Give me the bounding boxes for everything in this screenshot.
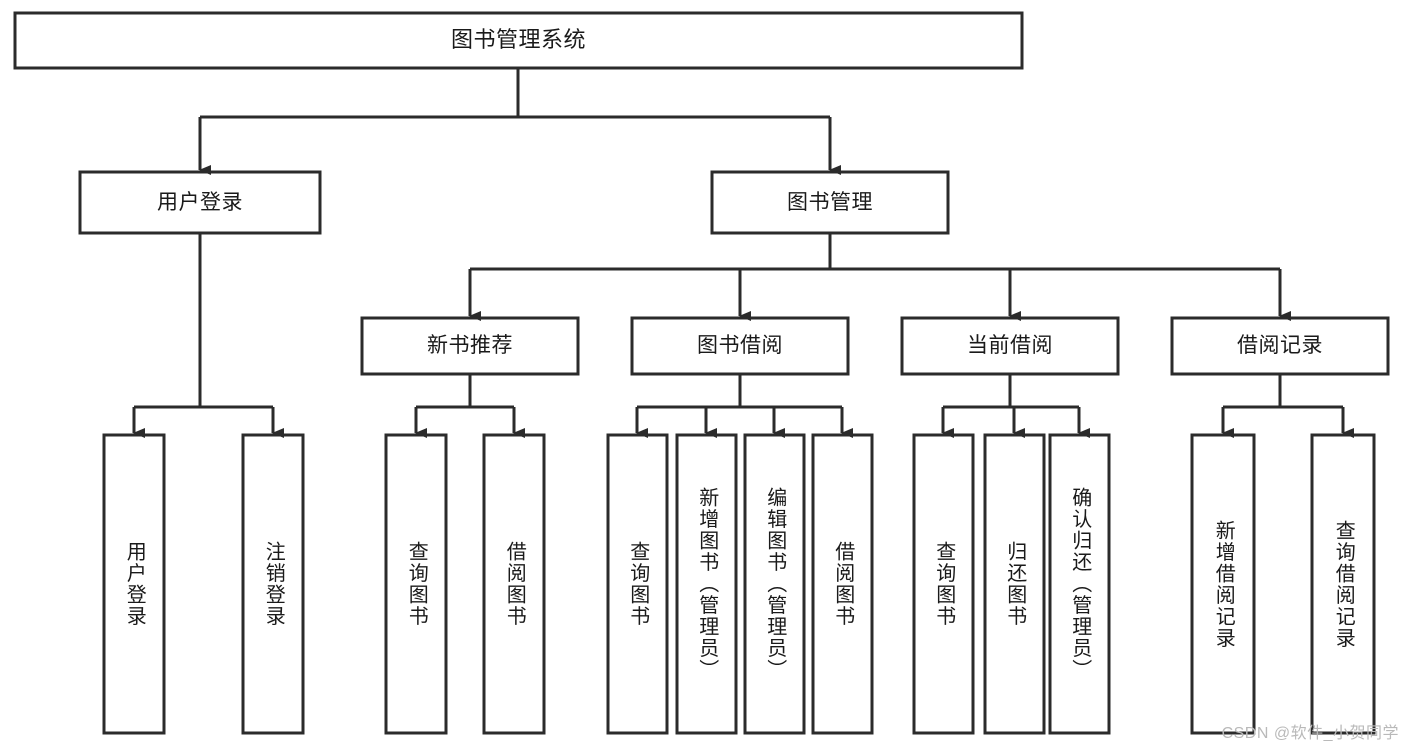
box-borrow-record [1170,316,1390,376]
box-leaf-edit-book [743,433,806,735]
box-leaf-query-record [1310,433,1376,735]
box-book-management [710,170,950,235]
box-leaf-query-book-1 [384,433,448,735]
box-leaf-query-book-2 [606,433,669,735]
box-root [13,11,1024,70]
box-leaf-query-book-3 [912,433,975,735]
box-leaf-borrow-book-1 [482,433,546,735]
box-leaf-user-login [102,433,166,735]
box-book-borrow [630,316,850,376]
box-user-login [78,170,322,235]
box-current-borrow [900,316,1120,376]
box-leaf-confirm-return [1048,433,1111,735]
box-leaf-return-book [983,433,1046,735]
box-leaf-add-record [1190,433,1256,735]
box-leaf-logout [241,433,305,735]
box-leaf-borrow-book-2 [811,433,874,735]
box-leaf-add-book [675,433,738,735]
watermark-text: CSDN @软件_小贺同学 [1221,725,1399,742]
box-new-book-recommend [360,316,580,376]
